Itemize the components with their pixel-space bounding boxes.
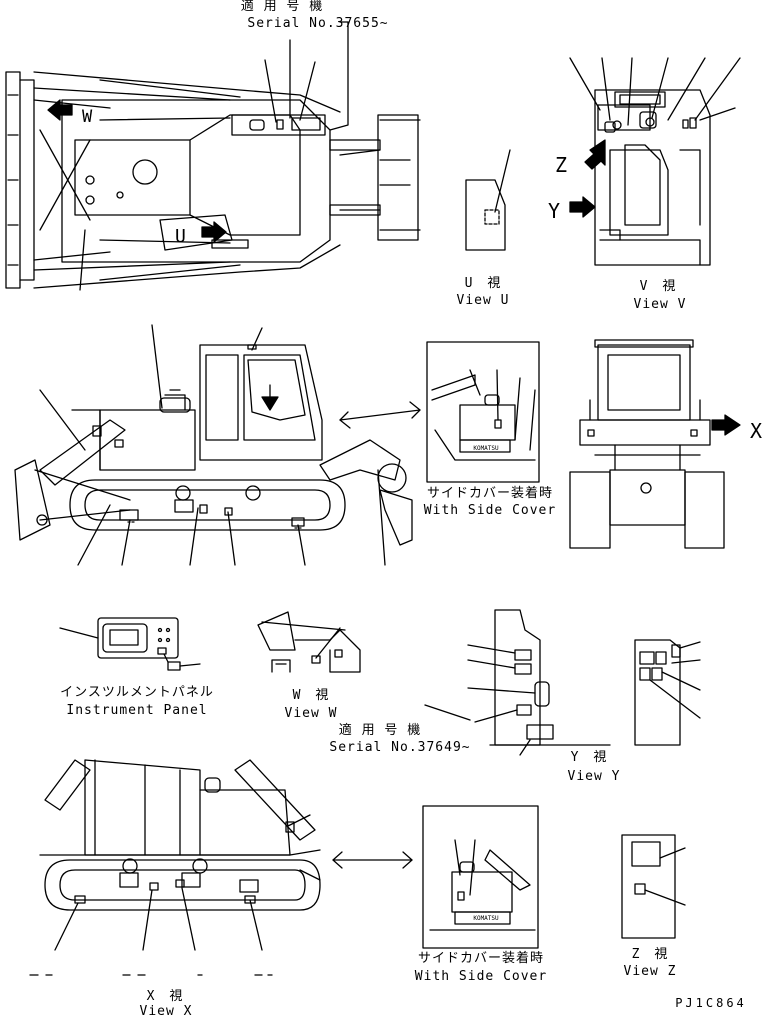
- side-cover-inset-1: [426, 341, 540, 483]
- instrument-panel-en: Instrument Panel: [66, 703, 208, 718]
- view-letter-u: U: [175, 226, 186, 247]
- view-x: [29, 759, 321, 976]
- view-z-jp: Z 視: [631, 947, 669, 962]
- side-cover-jp-2: サイドカバー装着時: [417, 951, 545, 966]
- top-serial-jp: 適 用 号 機: [240, 0, 324, 14]
- side-cover-inset-2: [422, 805, 539, 949]
- view-y-en: View Y: [567, 769, 621, 784]
- komatsu-plate-1: KOMATSU: [473, 445, 499, 452]
- top-view-dozer: [5, 21, 421, 291]
- view-z-en: View Z: [623, 964, 677, 979]
- view-x-jp: X 視: [146, 989, 184, 1004]
- instrument-panel: [59, 617, 201, 671]
- view-letter-y: Y: [548, 199, 560, 223]
- view-letter-w: W: [82, 107, 93, 127]
- double-arrow-2: [332, 851, 413, 869]
- view-x-en: View X: [139, 1004, 193, 1019]
- mid-serial-en: Serial No.37649~: [329, 740, 471, 755]
- view-z: [621, 834, 686, 939]
- part-code: PJ1C864: [675, 996, 747, 1010]
- view-letter-x: X: [750, 419, 762, 443]
- side-view-dozer: [14, 324, 413, 566]
- rear-view-x: [569, 339, 741, 549]
- mid-serial-jp: 適 用 号 機: [338, 723, 422, 738]
- view-v-jp: V 視: [639, 279, 677, 294]
- view-y: [424, 609, 701, 756]
- top-serial-en: Serial No.37655~: [247, 16, 389, 31]
- komatsu-plate-2: KOMATSU: [473, 915, 499, 922]
- view-u-jp: U 視: [464, 276, 502, 291]
- view-w: [257, 611, 361, 673]
- side-cover-en-1: With Side Cover: [423, 503, 557, 518]
- view-v-cab: [569, 57, 741, 266]
- view-v-en: View V: [633, 297, 687, 312]
- instrument-panel-jp: インスツルメントパネル: [60, 685, 214, 700]
- view-w-jp: W 視: [292, 688, 330, 703]
- view-u-panel: [465, 149, 511, 251]
- side-cover-en-2: With Side Cover: [414, 969, 548, 984]
- double-arrow-1: [339, 401, 421, 429]
- view-w-en: View W: [284, 706, 338, 721]
- side-cover-jp-1: サイドカバー装着時: [426, 486, 554, 501]
- view-u-en: View U: [456, 293, 510, 308]
- view-letter-z: Z: [555, 153, 567, 177]
- view-y-jp: Y 視: [570, 750, 608, 765]
